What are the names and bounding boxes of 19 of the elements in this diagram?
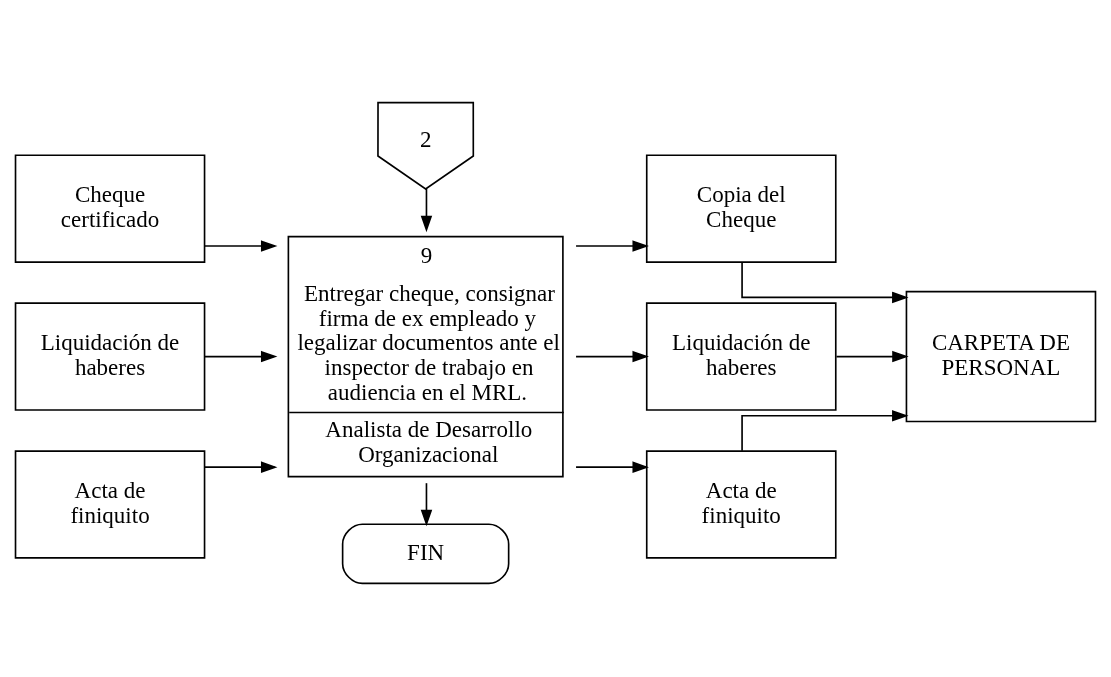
arrow [741, 261, 909, 304]
arrow [575, 240, 649, 252]
arrow [420, 187, 433, 233]
arrow [203, 350, 278, 363]
node-box: Cheque certificado [14, 154, 206, 263]
arrow [835, 350, 909, 363]
node-box: CARPETA DE PERSONAL [905, 290, 1097, 423]
node-box: Acta de finiquito [645, 450, 837, 559]
arrow [741, 410, 909, 452]
node-box: Liquidación de haberes [645, 302, 837, 411]
node-box: Liquidación de haberes [14, 302, 206, 411]
node-box: Copia del Cheque [645, 154, 837, 263]
arrow [575, 461, 649, 473]
node-box: FIN [341, 523, 510, 585]
node-box: Acta de finiquito [14, 450, 206, 559]
arrow [420, 482, 433, 527]
arrow [203, 240, 278, 252]
arrow [575, 350, 649, 363]
arrow [203, 461, 278, 473]
